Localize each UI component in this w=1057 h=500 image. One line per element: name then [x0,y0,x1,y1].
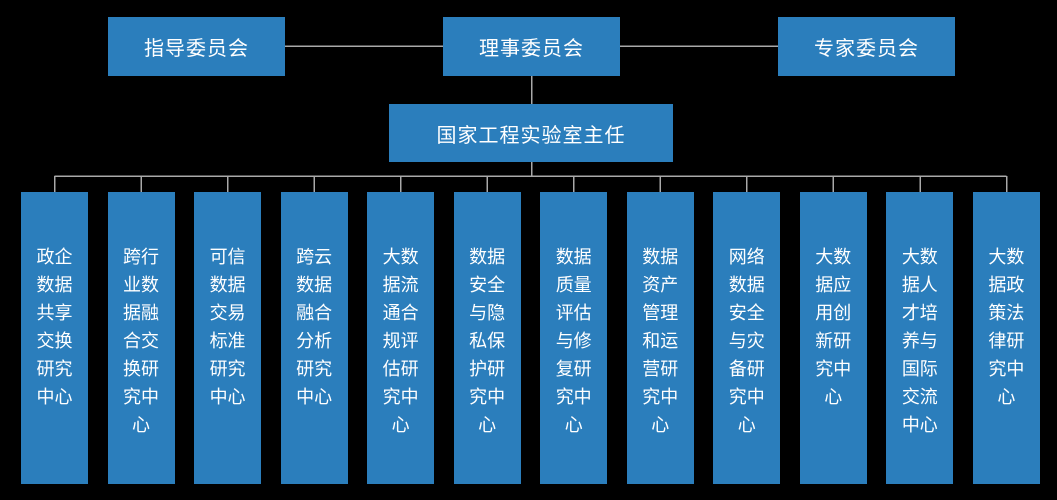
research-centers-row: 政企数据共享交换研究中心 跨行业数据融合交换研究中心 可信数据交易标准研究中心 … [21,192,1040,484]
research-center-box: 大数据政策法律研究中心 [972,192,1040,484]
research-center-box: 大数据人才培养与国际交流中心 [886,192,954,484]
research-center-box: 跨行业数据融合交换研究中心 [107,192,175,484]
research-center-box: 大数据应用创新研究中心 [799,192,867,484]
guidance-committee-box: 指导委员会 [108,17,285,76]
council-committee-box: 理事委员会 [443,17,620,76]
lab-director-box: 国家工程实验室主任 [389,104,673,162]
research-center-box: 跨云数据融合分析研究中心 [280,192,348,484]
research-center-box: 数据质量评估与修复研究中心 [540,192,608,484]
research-center-box: 政企数据共享交换研究中心 [21,192,88,484]
research-center-box: 数据安全与隐私保护研究中心 [453,192,521,484]
research-center-box: 网络数据安全与灾备研究中心 [713,192,781,484]
research-center-box: 可信数据交易标准研究中心 [194,192,262,484]
expert-committee-box: 专家委员会 [778,17,955,76]
research-center-box: 大数据流通合规评估研究中心 [367,192,435,484]
research-center-box: 数据资产管理和运营研究中心 [626,192,694,484]
